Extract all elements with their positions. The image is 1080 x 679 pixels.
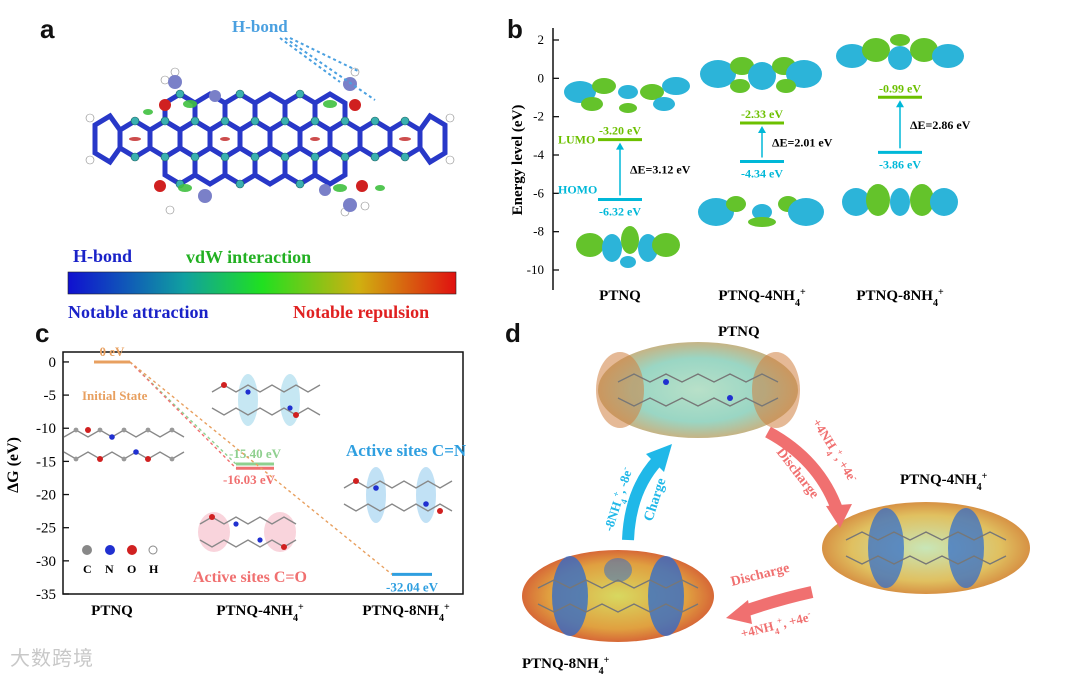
panel-a: H-bond H-bond vdW interaction Notable at… xyxy=(67,17,457,322)
atom-legend-n: N xyxy=(105,562,114,576)
ptnq-top-label: PTNQ xyxy=(718,324,760,340)
panel-c-category-label: PTNQ-4NH4+ xyxy=(216,602,304,624)
active-sites-cn-label: Active sites C=N xyxy=(346,441,467,460)
gap-arrow-head xyxy=(758,125,766,133)
active-sites-co-label: Active sites C=O xyxy=(193,569,307,586)
energy-level-label: -32.04 eV xyxy=(386,579,439,594)
panel-c-ytick-label: 0 xyxy=(49,355,57,371)
panel-letter-d: d xyxy=(505,318,521,348)
atom-legend-o: O xyxy=(127,562,136,576)
ptnq4-esp-surface xyxy=(822,502,1030,594)
panel-b-ytick-label: 2 xyxy=(538,32,545,47)
panel-b-ylabel: Energy level (eV) xyxy=(510,105,526,216)
atom-legend-o-marker xyxy=(127,545,137,555)
discharge-label-2: Discharge xyxy=(729,561,791,590)
watermark: 大数跨境 xyxy=(10,646,94,670)
molecule-ptnq-nci xyxy=(92,91,448,187)
ptnq8-esp-surface xyxy=(522,550,714,642)
molecule-name-label: PTNQ-8NH4+ xyxy=(856,287,944,309)
legend-vdw: vdW interaction xyxy=(186,247,311,267)
ptnq-esp-surface xyxy=(596,342,800,438)
panel-b-ytick-label: -6 xyxy=(533,185,544,200)
atom-legend-c: C xyxy=(83,562,92,576)
molecule-name-label: PTNQ-4NH4+ xyxy=(718,287,806,309)
homo-tag: HOMO xyxy=(558,182,597,196)
legend-repulsion: Notable repulsion xyxy=(293,302,429,322)
panel-b-ytick-label: -10 xyxy=(527,262,544,277)
hbond-callout-label: H-bond xyxy=(232,17,288,36)
panel-b-ytick-label: -2 xyxy=(533,109,544,124)
ptnq4-right-label: PTNQ-4NH4+ xyxy=(900,471,988,493)
panel-c-ylabel: ΔG (eV) xyxy=(5,437,22,493)
lumo-value-label: -3.20 eV xyxy=(599,124,641,138)
charge-arrow xyxy=(622,444,672,541)
homo-value-label: -3.86 eV xyxy=(879,157,921,171)
ptnq4-co-molecule-sketch xyxy=(198,512,297,552)
ptnq8-homo-orbital xyxy=(842,184,958,216)
panel-c-ytick-label: -15 xyxy=(36,454,56,470)
atom-legend-c-marker xyxy=(82,545,92,555)
discharge-arrow-2 xyxy=(726,586,814,624)
lumo-value-label: -2.33 eV xyxy=(741,107,783,121)
lumo-tag: LUMO xyxy=(558,133,595,147)
hbond-callout-lines xyxy=(279,37,376,101)
panel-b-ytick-label: -8 xyxy=(533,224,544,239)
energy-level-label: -16.03 eV xyxy=(223,472,276,487)
lumo-value-label: -0.99 eV xyxy=(879,81,921,95)
legend-attraction: Notable attraction xyxy=(68,302,208,322)
legend-hbond: H-bond xyxy=(73,246,132,266)
energy-level-label: 0 eV xyxy=(100,344,126,359)
molecule-name-label: PTNQ xyxy=(599,288,641,304)
gap-value-label: ΔE=2.86 eV xyxy=(910,118,971,132)
atom-legend-h-marker xyxy=(148,545,158,555)
atom-legend-n-marker xyxy=(105,545,115,555)
panel-d-cycle: PTNQ PTNQ-4NH4+ PTNQ-8NH4+ xyxy=(522,324,1030,677)
panel-c-ytick-label: -5 xyxy=(44,388,57,404)
ptnq8-molecule-sketch xyxy=(343,467,453,523)
interaction-colorbar xyxy=(67,271,457,295)
ptnq-homo-orbital xyxy=(576,226,680,268)
orbital-illustrations xyxy=(564,34,964,268)
panel-c-category-label: PTNQ xyxy=(91,603,133,619)
initial-state-label: Initial State xyxy=(82,388,148,403)
ptnq4-lumo-orbital xyxy=(700,57,822,93)
gap-value-label: ΔE=3.12 eV xyxy=(630,163,691,177)
panel-c-ytick-label: -35 xyxy=(36,587,56,603)
ptnq4-homo-orbital xyxy=(698,196,824,227)
atom-legend-h: H xyxy=(149,562,159,576)
panel-c-free-energy: ΔG (eV) 0 -5 -10 -15 -20 -25 -30 -35 PTNQ PTNQ-4… xyxy=(5,344,467,624)
connector-line xyxy=(129,361,393,575)
panel-c-ytick-label: -10 xyxy=(36,421,56,437)
panel-letter-a: a xyxy=(40,14,55,44)
ptnq4-molecule-sketch xyxy=(211,374,321,426)
ptnq-lumo-orbital xyxy=(564,77,690,113)
homo-value-label: -4.34 eV xyxy=(741,167,783,181)
atom-legend: C N O H xyxy=(82,545,159,576)
panel-c-ytick-label: -30 xyxy=(36,554,56,570)
energy-level-label: -15.40 eV xyxy=(229,446,282,461)
ptnq8-left-label: PTNQ-8NH4+ xyxy=(522,655,610,677)
ptnq-molecule-sketch xyxy=(63,429,185,460)
panel-b-ytick-label: 0 xyxy=(538,70,545,85)
ptnq8-lumo-orbital xyxy=(836,34,964,70)
gap-value-label: ΔE=2.01 eV xyxy=(772,135,833,149)
panel-c-category-label: PTNQ-8NH4+ xyxy=(362,602,450,624)
connector-line xyxy=(129,361,237,469)
panel-letter-c: c xyxy=(35,318,50,348)
panel-c-ytick-label: -25 xyxy=(36,521,56,537)
homo-value-label: -6.32 eV xyxy=(599,204,641,218)
panel-b-ytick-label: -4 xyxy=(533,147,544,162)
panel-letter-b: b xyxy=(507,14,523,44)
gap-arrow-head xyxy=(896,100,904,108)
panel-c-frame xyxy=(62,351,464,595)
gap-arrow-head xyxy=(616,142,624,150)
panel-c-ytick-label: -20 xyxy=(36,488,56,504)
panel-b-energy-levels: Energy level (eV) 2 0 -2 -4 -6 -8 -10 -3.20 eV… xyxy=(510,28,971,309)
discharge-arrow-1 xyxy=(765,426,852,528)
